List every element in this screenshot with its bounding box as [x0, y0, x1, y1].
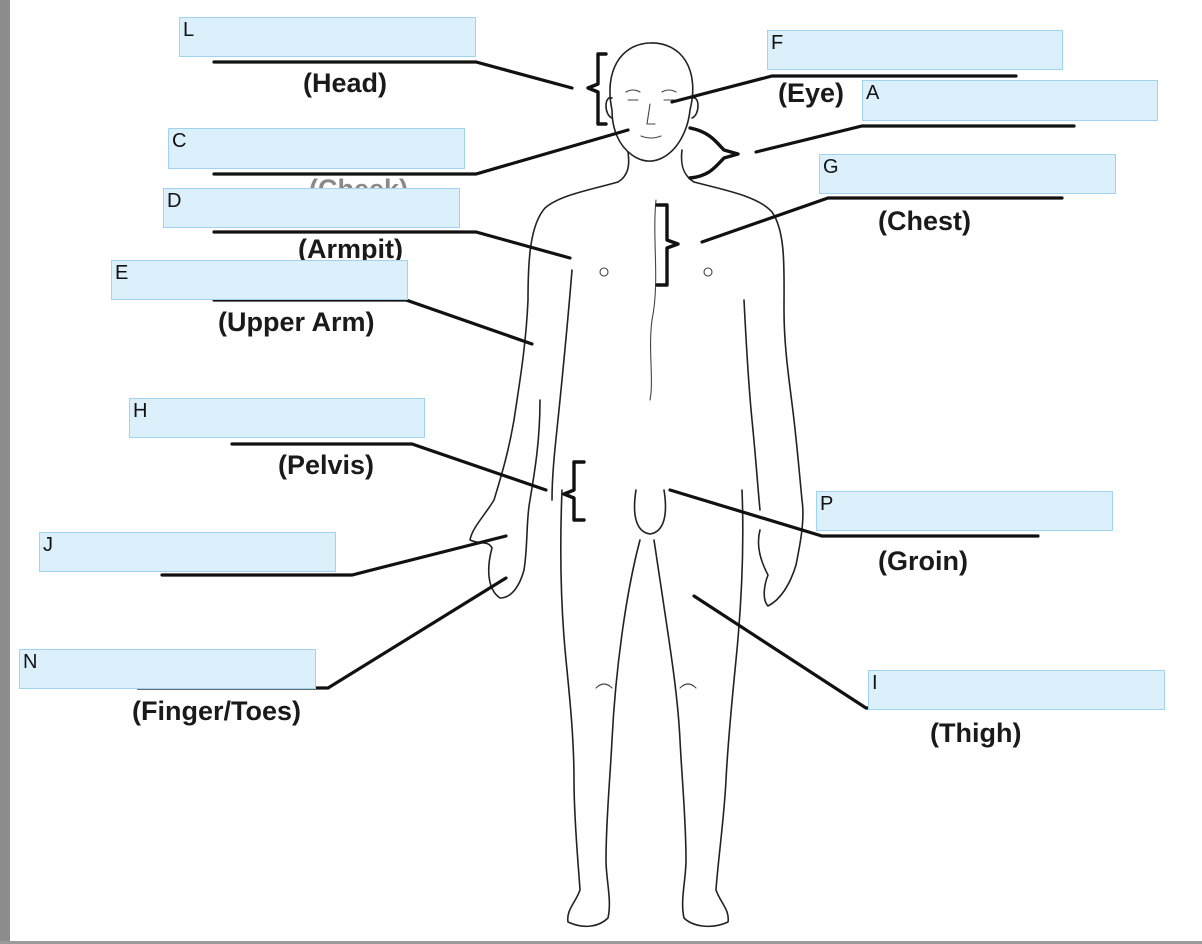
answer-box-d[interactable]: D	[163, 188, 460, 228]
label-eye: (Eye)	[778, 78, 845, 108]
upper-arm-leader-line	[212, 298, 534, 346]
answer-box-g[interactable]: G	[819, 154, 1116, 194]
armpit-leader-line	[212, 230, 572, 260]
answer-letter-d: D	[167, 190, 182, 212]
figure-nose	[646, 103, 656, 125]
label-thigh: (Thigh)	[930, 718, 1022, 748]
head-leader-line	[212, 60, 574, 90]
figure-nipples	[599, 267, 713, 277]
answer-letter-j: J	[43, 534, 53, 556]
label-head: (Head)	[303, 68, 388, 98]
eye-leader-line	[670, 74, 1018, 104]
answer-box-j[interactable]: J	[39, 532, 336, 572]
answer-box-n[interactable]: N	[19, 649, 316, 689]
label-pelvis: (Pelvis)	[278, 450, 375, 480]
answer-letter-i: I	[872, 672, 878, 694]
figure-mouth	[640, 135, 662, 139]
page-edge	[0, 0, 10, 944]
answer-letter-f: F	[771, 32, 784, 54]
figure-knees	[595, 683, 697, 689]
label-upper-arm: (Upper Arm)	[218, 307, 375, 337]
label-chest: (Chest)	[878, 206, 971, 236]
label-groin: (Groin)	[878, 546, 968, 576]
hand-leader-line	[160, 534, 508, 577]
figure-torso-right	[693, 181, 804, 607]
figure-brows	[625, 89, 677, 93]
human-figure	[469, 42, 804, 928]
answer-box-p[interactable]: P	[816, 491, 1113, 531]
page-bottom-edge	[0, 941, 1202, 944]
label-armpit: (Armpit)	[298, 234, 403, 264]
answer-box-a[interactable]: A	[862, 80, 1158, 121]
figure-head	[609, 42, 694, 162]
chest-bracket	[655, 203, 680, 287]
chest-leader-line	[700, 196, 1064, 244]
figure-right-arm-inner	[743, 299, 761, 511]
figure-left-arm-inner	[551, 269, 573, 501]
neck-leader-line	[754, 124, 1076, 154]
label-finger-toes: (Finger/Toes)	[132, 696, 302, 726]
figure-sternum-hair	[649, 199, 657, 401]
answer-letter-e: E	[115, 262, 129, 284]
neck-bracket	[688, 126, 740, 180]
pelvis-bracket	[562, 460, 586, 522]
answer-letter-p: P	[820, 493, 834, 515]
figure-neck	[617, 149, 695, 183]
pelvis-leader-line	[230, 442, 548, 492]
answer-box-e[interactable]: E	[111, 260, 408, 300]
groin-leader-line	[668, 488, 1040, 538]
answer-box-f[interactable]: F	[767, 30, 1063, 70]
answer-letter-h: H	[133, 400, 148, 422]
answer-letter-n: N	[23, 651, 38, 673]
cheek-leader-line	[212, 128, 630, 176]
answer-box-i[interactable]: I	[868, 670, 1165, 710]
figure-torso-left	[469, 181, 619, 599]
figure-ear-left	[605, 97, 613, 119]
answer-box-h[interactable]: H	[129, 398, 425, 438]
answer-box-l[interactable]: L	[179, 17, 476, 57]
head-bracket	[586, 52, 608, 126]
figure-right-leg	[653, 489, 744, 928]
answer-box-c[interactable]: C	[168, 128, 465, 169]
figure-groin-shape	[633, 489, 667, 535]
figure-ear-right	[691, 97, 699, 119]
answer-letter-a: A	[866, 82, 880, 104]
answer-letter-g: G	[823, 156, 839, 178]
answer-letter-l: L	[183, 19, 195, 41]
answer-letter-c: C	[172, 130, 187, 152]
figure-left-leg	[560, 489, 641, 928]
